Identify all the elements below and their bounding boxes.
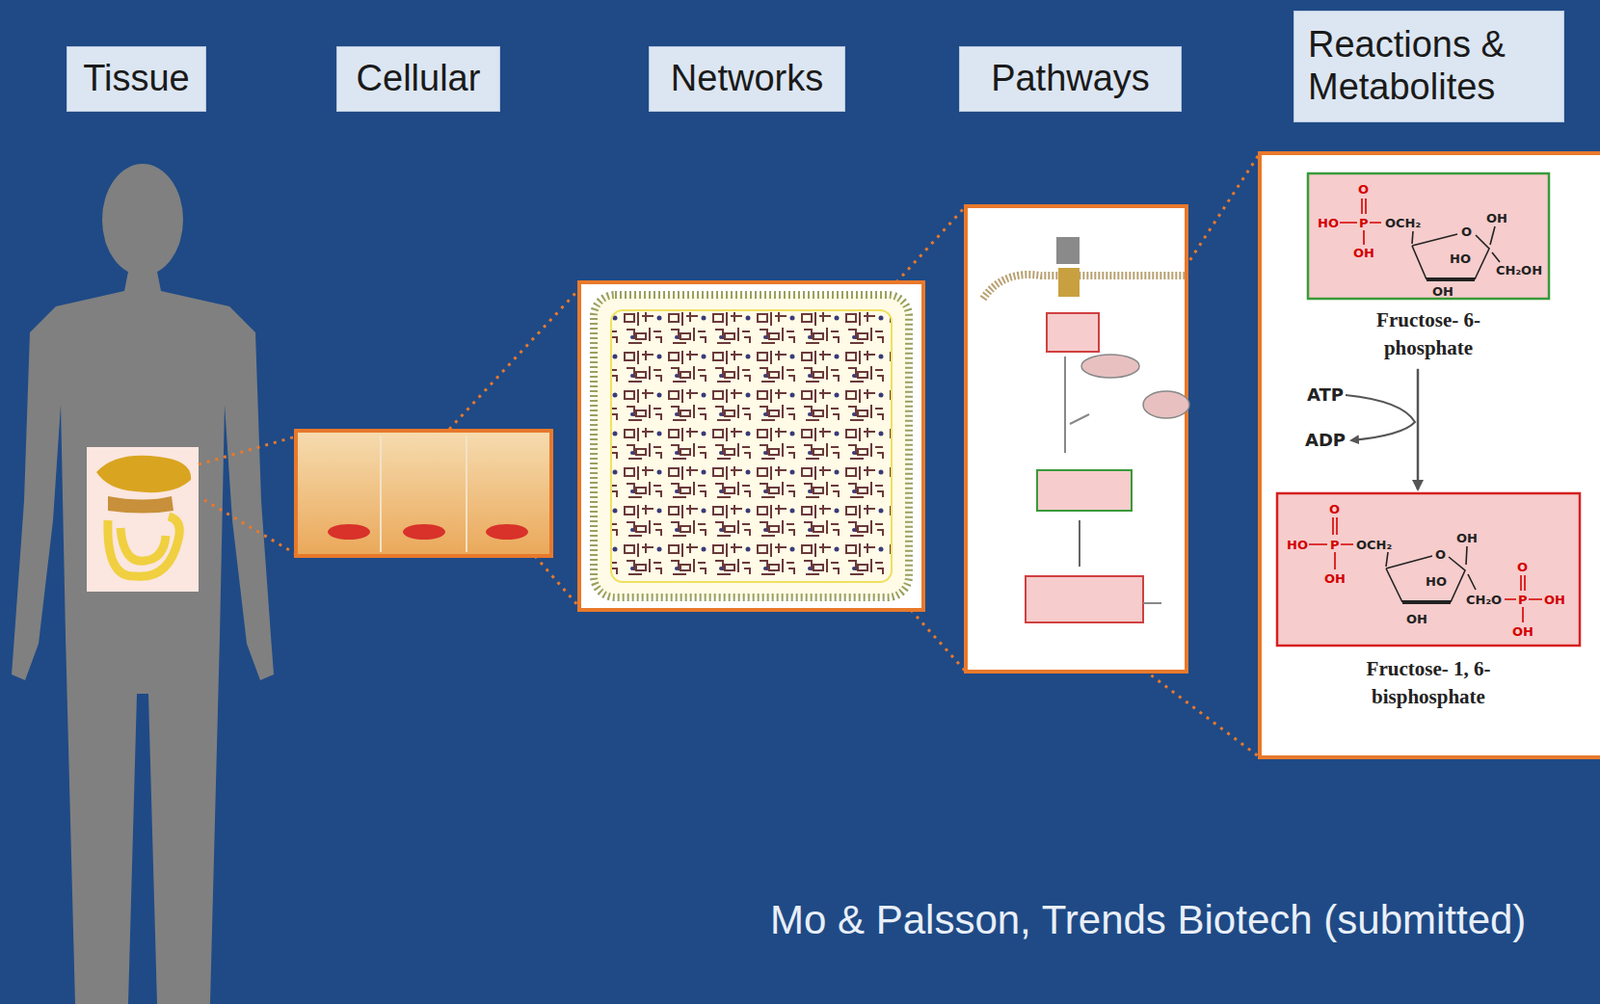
metabolite-box: Fructose- 1, 6-bisphosphate xyxy=(1277,493,1580,713)
level-header: Cellular xyxy=(336,46,501,112)
atom-label: O xyxy=(1329,503,1340,516)
atom-label: OH xyxy=(1512,625,1534,639)
atom-label: HO xyxy=(1286,538,1308,552)
atom-label: OH xyxy=(1324,572,1346,586)
atom-label: O xyxy=(1435,548,1446,561)
atom-label: OH xyxy=(1544,593,1566,607)
reaction-arrow xyxy=(1416,369,1420,490)
level-header: Reactions & Metabolites xyxy=(1293,10,1565,123)
atom-label: P xyxy=(1330,538,1340,552)
atom-label: O xyxy=(1461,225,1472,239)
atom-label: OCH₂ xyxy=(1385,216,1421,230)
atom-label: CH₂O xyxy=(1466,593,1502,607)
cofactor-label: ADP xyxy=(1305,431,1346,450)
level-header: Pathways xyxy=(959,46,1182,112)
node-text: Fructose- 6-phosphate xyxy=(1351,306,1506,364)
node-text: Cellular xyxy=(356,57,481,101)
atom-label: O xyxy=(1358,183,1369,196)
node-text: Pathways xyxy=(990,57,1150,101)
node-text: Networks xyxy=(670,57,824,101)
atom-label: HO xyxy=(1449,252,1471,266)
atom-label: P xyxy=(1518,593,1528,607)
atom-label: OH xyxy=(1406,613,1428,626)
atom-label: CH₂OH xyxy=(1495,264,1543,277)
cofactor-label: ATP xyxy=(1306,386,1344,404)
atom-label: OH xyxy=(1456,532,1478,545)
atom-label: O xyxy=(1517,560,1528,574)
atom-label: HO xyxy=(1425,575,1447,588)
node-text: Fructose- 1, 6-bisphosphate xyxy=(1336,655,1520,713)
level-header: Tissue xyxy=(66,46,207,112)
node-text: Reactions & Metabolites xyxy=(1307,24,1550,108)
citation-caption: Mo & Palsson, Trends Biotech (submitted) xyxy=(770,896,1526,945)
level-header: Networks xyxy=(648,46,846,112)
atom-label: OH xyxy=(1486,212,1508,225)
node-text: Tissue xyxy=(82,57,190,101)
atom-label: HO xyxy=(1317,216,1339,230)
atom-label: OCH₂ xyxy=(1356,538,1392,552)
atom-label: OH xyxy=(1432,285,1454,298)
atom-label: P xyxy=(1359,216,1369,230)
atom-label: OH xyxy=(1353,246,1375,260)
